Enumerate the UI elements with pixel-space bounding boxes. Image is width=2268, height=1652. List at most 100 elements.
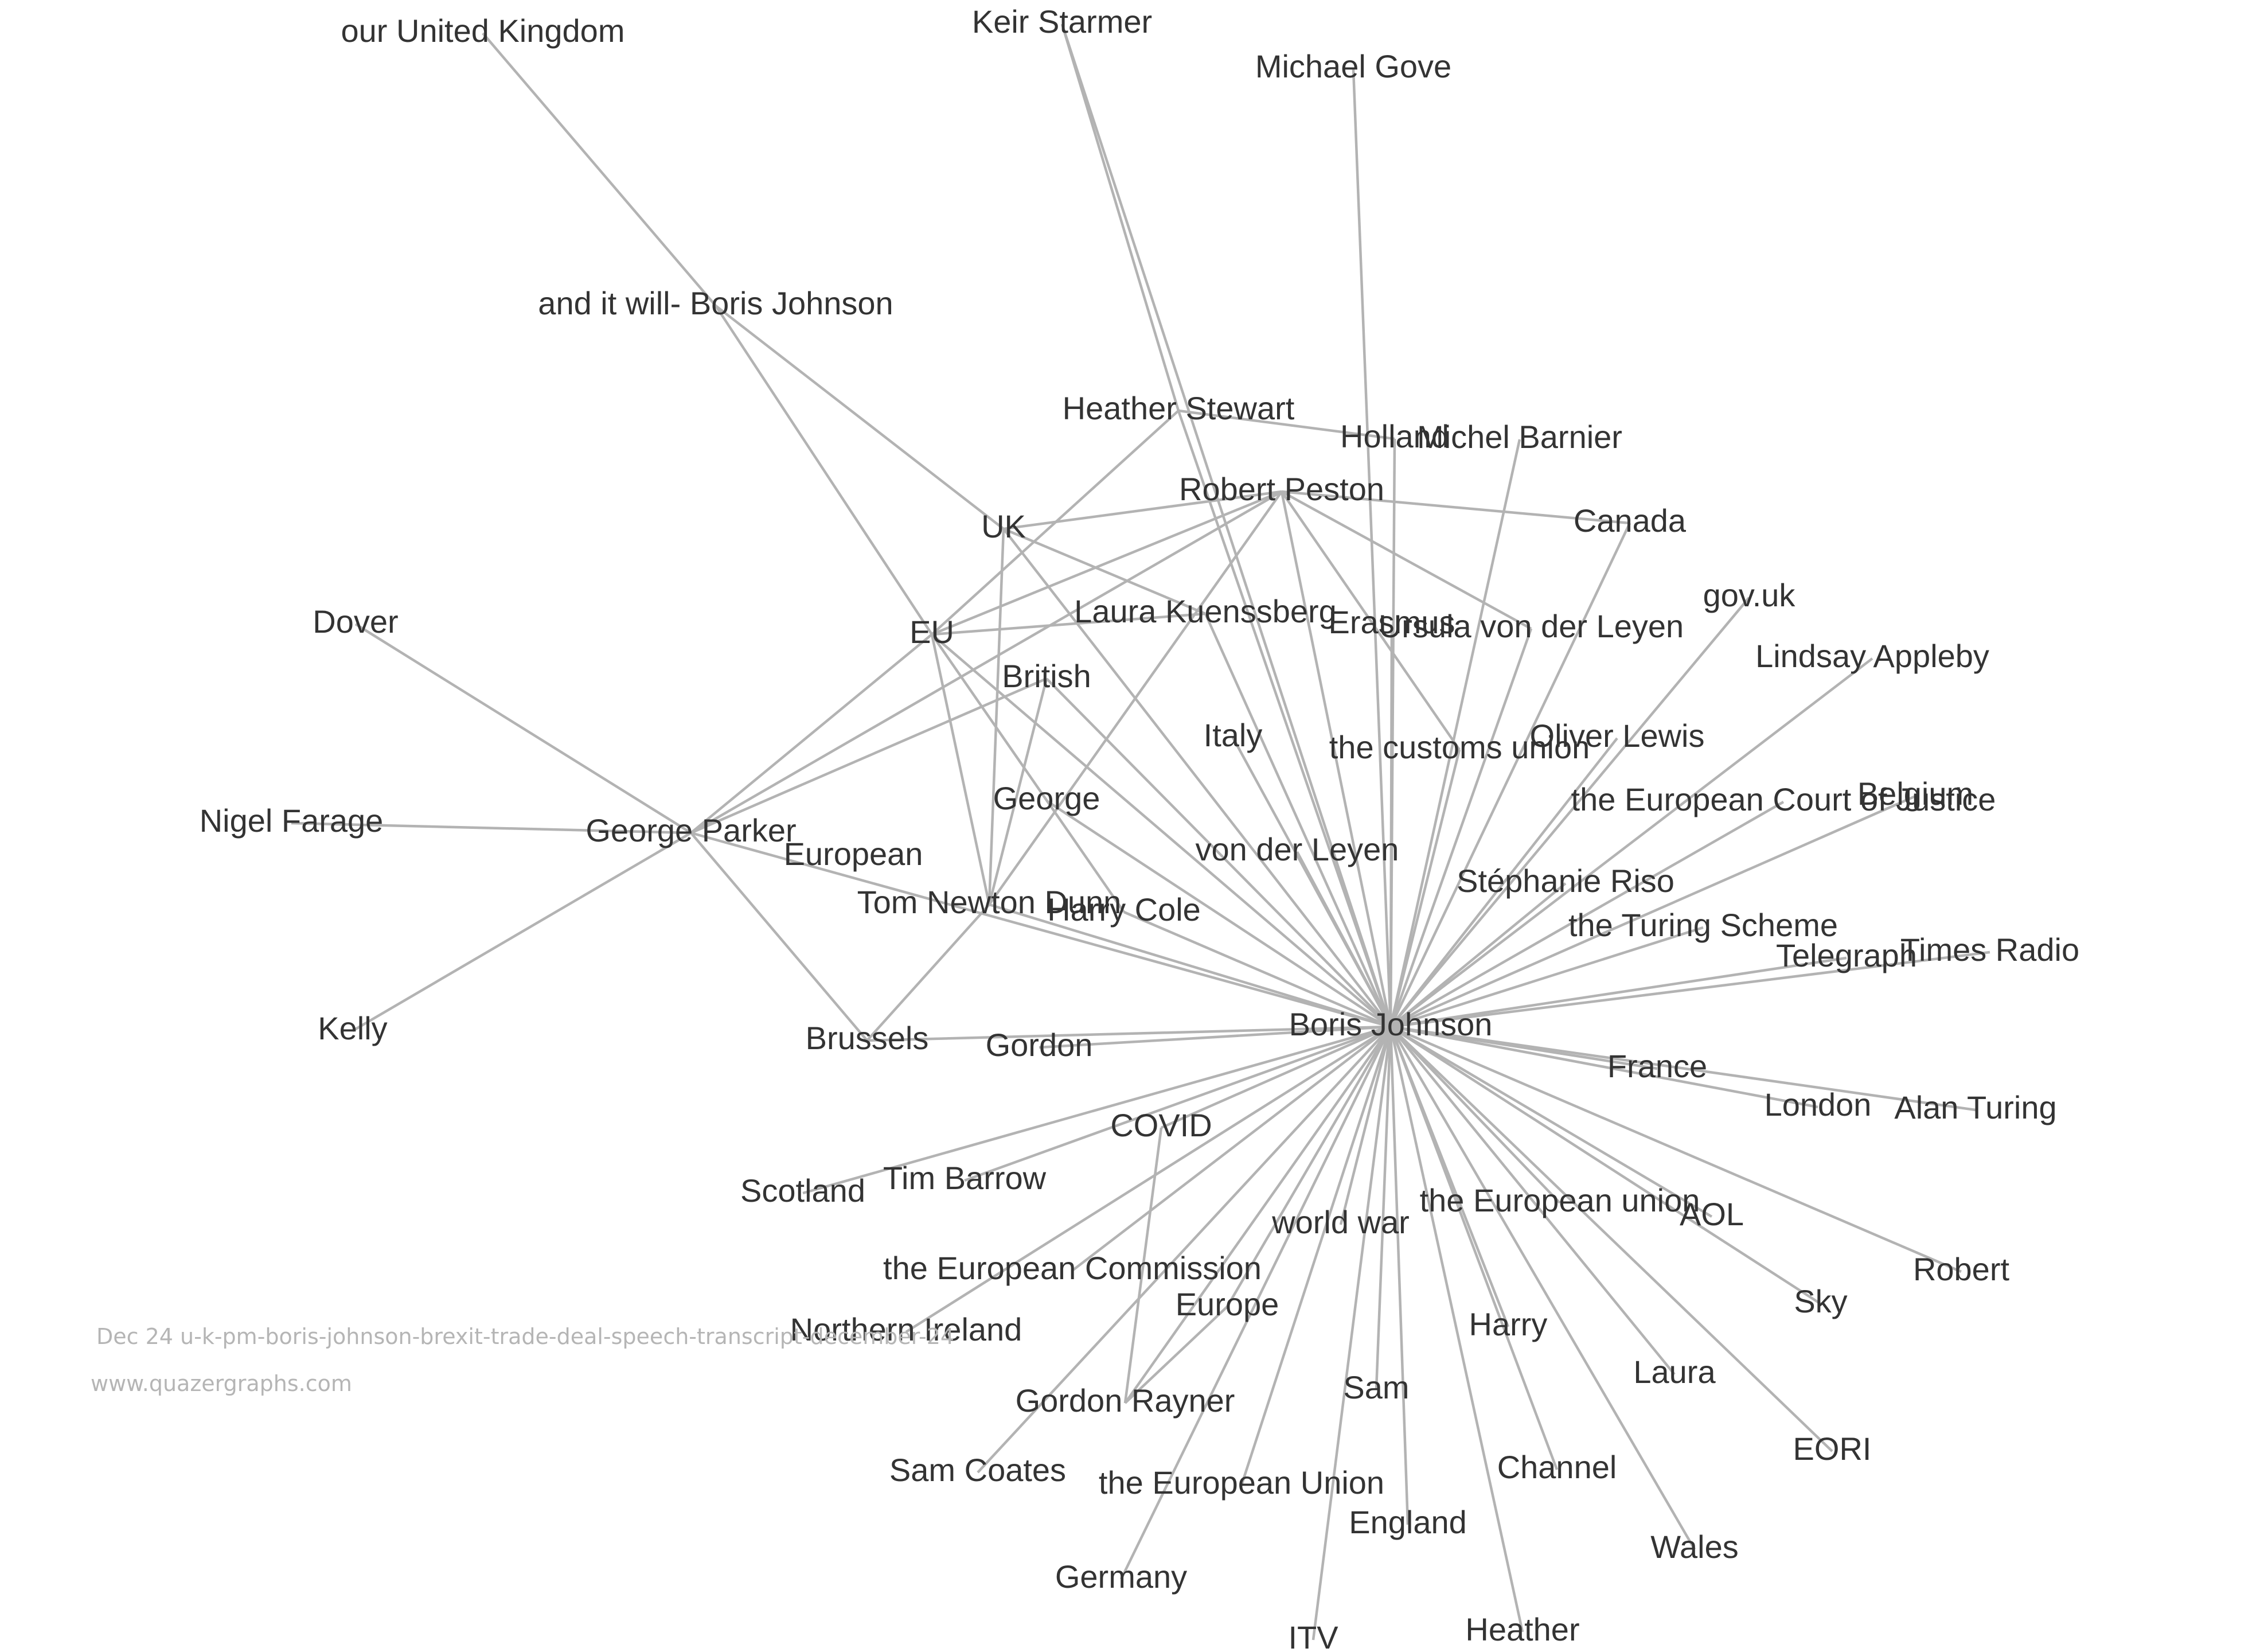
edge-boris-germany xyxy=(1119,1026,1392,1580)
node-label-covid: COVID xyxy=(1110,1107,1212,1143)
edge-boris-wales xyxy=(1389,1026,1696,1550)
edge-it_will-uk xyxy=(715,305,1005,530)
node-label-dover: Dover xyxy=(313,603,398,640)
node-label-harry-cole: Harry Cole xyxy=(1047,891,1201,928)
edge-eu-tnd xyxy=(930,634,991,905)
node-label-robert: Robert xyxy=(1913,1251,2010,1287)
node-label-turing-scheme: the Turing Scheme xyxy=(1568,907,1838,943)
edge-boris-sam_coates xyxy=(977,1026,1392,1474)
edge-boris-alan_turing xyxy=(1390,1025,1976,1112)
edge-parker-british xyxy=(690,677,1047,835)
edge-boris-aol xyxy=(1389,1026,1713,1218)
node-label-harry: Harry xyxy=(1469,1306,1548,1342)
node-label-govuk: gov.uk xyxy=(1703,577,1796,613)
node-label-kelly: Kelly xyxy=(318,1010,387,1046)
edge-parker-dover xyxy=(354,623,692,834)
edge-boris-brussels xyxy=(866,1025,1391,1042)
edge-eu-harry_cole xyxy=(931,633,1125,913)
edge-boris-scotland xyxy=(802,1025,1391,1195)
node-label-heather: Heather xyxy=(1465,1611,1579,1647)
edge-boris-belgium xyxy=(1390,794,1916,1028)
edge-boris-keir xyxy=(1060,24,1392,1027)
edge-boris-barnier xyxy=(1389,439,1521,1027)
edge-boris-laura_k xyxy=(1204,613,1392,1027)
edge-boris-ecj xyxy=(1389,801,1785,1028)
edge-boris-eu xyxy=(931,633,1392,1028)
node-label-sam: Sam xyxy=(1343,1369,1409,1405)
edge-boris-british xyxy=(1045,677,1392,1028)
node-label-telegraph: Telegraph xyxy=(1776,937,1917,973)
edge-peston-uk xyxy=(1003,490,1282,531)
node-label-farage: Nigel Farage xyxy=(200,802,384,839)
node-label-ecj: the European Court of Justice xyxy=(1571,781,1996,817)
node-label-france: France xyxy=(1607,1048,1707,1084)
edge-boris-england xyxy=(1389,1026,1410,1525)
node-label-london: London xyxy=(1765,1086,1872,1123)
node-label-rayner: Gordon Rayner xyxy=(1016,1382,1235,1419)
edge-peston-ursula xyxy=(1281,490,1532,630)
node-label-oliver: Oliver Lewis xyxy=(1530,718,1705,754)
edge-boris-ursula xyxy=(1389,628,1533,1027)
node-label-commission: the European Commission xyxy=(883,1250,1262,1286)
edge-our_uk-it_will xyxy=(482,32,717,307)
node-label-england: England xyxy=(1349,1504,1467,1540)
caption-title: Dec 24 u-k-pm-boris-johnson-brexit-trade… xyxy=(96,1324,955,1349)
node-label-our-uk: our United Kingdom xyxy=(341,13,625,49)
node-label-tnd: Tom Newton Dunn xyxy=(857,884,1122,920)
node-label-eori: EORI xyxy=(1793,1431,1872,1467)
edge-british-tnd xyxy=(987,678,1048,905)
edge-uk-laura_k xyxy=(1003,527,1206,615)
node-label-laura-k: Laura Kuenssberg xyxy=(1074,593,1337,629)
node-label-holland: Holland xyxy=(1340,418,1449,454)
edge-boris-sky xyxy=(1389,1026,1822,1305)
node-label-belgium: Belgium xyxy=(1857,776,1973,812)
edge-eu-laura_k xyxy=(931,612,1206,636)
node-label-tim-barrow: Tim Barrow xyxy=(883,1160,1047,1196)
node-label-layer: Boris Johnson our United Kingdom Keir Star… xyxy=(200,3,2079,1652)
node-label-world-war: world war xyxy=(1271,1204,1410,1240)
node-label-it-will: and it will- Boris Johnson xyxy=(538,285,893,321)
node-label-brussels: Brussels xyxy=(806,1020,929,1056)
edge-boris-sam xyxy=(1375,1026,1392,1390)
node-label-boris: Boris Johnson xyxy=(1289,1006,1493,1042)
edge-boris-telegraph xyxy=(1390,956,1847,1028)
node-label-gordon: Gordon xyxy=(986,1027,1093,1063)
edge-boris-heather_stewart xyxy=(1177,410,1392,1027)
node-label-europe: Europe xyxy=(1176,1286,1279,1322)
edge-boris-parker xyxy=(690,831,1391,1028)
node-label-appleby: Lindsay Appleby xyxy=(1755,638,1989,674)
node-label-channel: Channel xyxy=(1497,1449,1617,1485)
edge-boris-rayner xyxy=(1124,1026,1392,1404)
edge-boris-gove xyxy=(1352,68,1392,1027)
edge-peston-customs xyxy=(1281,490,1461,751)
node-label-aol: AOL xyxy=(1680,1196,1744,1232)
node-label-ursula: Ursula von der Leyen xyxy=(1379,608,1684,644)
node-label-erasmus: Erasmus xyxy=(1329,604,1455,640)
edge-it_will-eu xyxy=(715,305,933,636)
edge-boris-commission xyxy=(1071,1026,1392,1272)
edge-boris-tim_barrow xyxy=(964,1025,1391,1182)
edge-heather_stewart-holland xyxy=(1178,409,1395,441)
edge-boris-riso xyxy=(1389,882,1567,1028)
edge-boris-robert xyxy=(1390,1025,1962,1273)
caption-site: www.quazergraphs.com xyxy=(91,1371,352,1396)
edge-eu-parker xyxy=(690,633,933,834)
edge-boris-london xyxy=(1390,1025,1818,1109)
edge-uk-tnd xyxy=(987,528,1005,905)
node-label-keir: Keir Starmer xyxy=(972,3,1152,40)
edge-parker-farage xyxy=(291,821,692,835)
node-label-times-radio: Times Radio xyxy=(1900,932,2079,968)
edge-boris-gordon xyxy=(1039,1025,1391,1049)
edge-peston-tnd xyxy=(988,490,1283,906)
node-label-scotland: Scotland xyxy=(740,1172,865,1209)
edge-boris-eu_upper xyxy=(1240,1026,1392,1486)
edge-boris-vdl xyxy=(1296,851,1392,1028)
node-label-canada: Canada xyxy=(1574,502,1687,539)
edge-boris-covid xyxy=(1161,1025,1391,1129)
edge-peston-eu xyxy=(931,490,1282,636)
node-label-customs: the customs union xyxy=(1329,729,1590,765)
node-label-laura: Laura xyxy=(1633,1354,1716,1390)
edge-boris-harry_cole xyxy=(1123,910,1391,1028)
node-label-eu: EU xyxy=(909,614,954,650)
